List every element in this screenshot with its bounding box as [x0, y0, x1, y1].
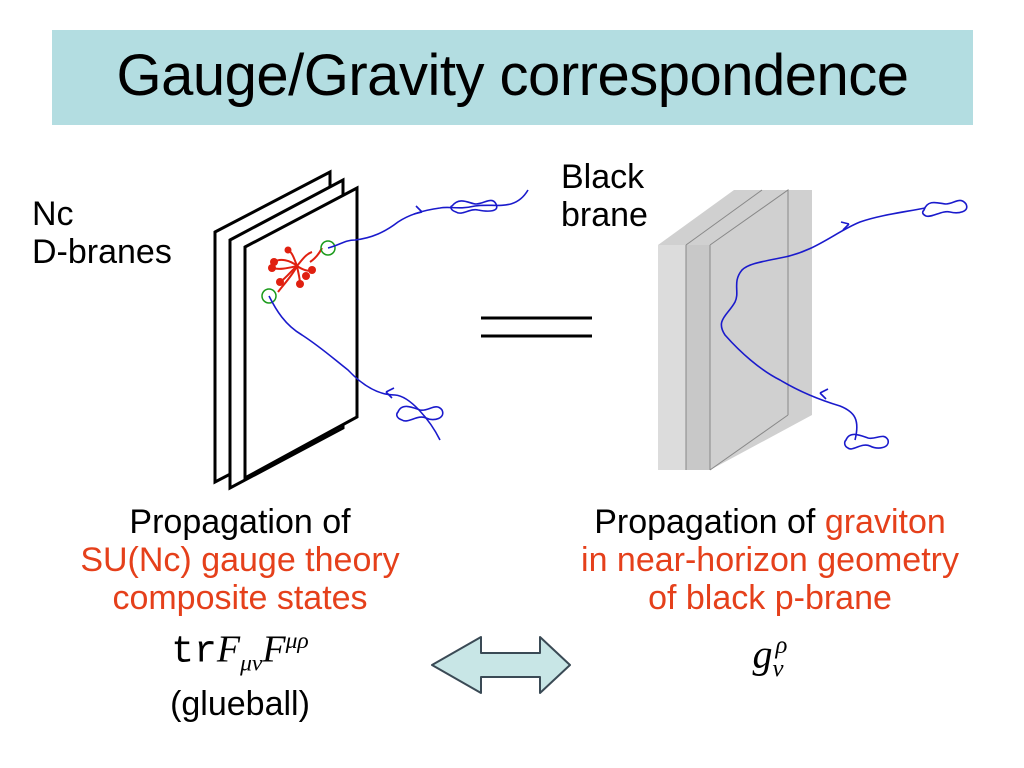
right-caption: Propagation of graviton in near-horizon …: [540, 503, 1000, 694]
equals-sign: [481, 316, 592, 338]
d-brane-stack: [213, 169, 359, 491]
graviton-loop-lower: [843, 433, 889, 450]
right-caption-line3: of black p-brane: [648, 579, 892, 617]
right-caption-line1-prefix: Propagation of: [594, 503, 825, 541]
formula-f2-sup: μρ: [285, 628, 309, 654]
formula-g-sub: ν: [772, 655, 784, 683]
right-caption-line1: Propagation of graviton: [540, 503, 1000, 541]
nc-label: Nc: [32, 195, 74, 233]
vertex-lower-circle: [261, 288, 277, 304]
glueball-formula: trFμνFμρ: [40, 619, 440, 685]
double-arrow-icon: [431, 636, 571, 694]
black-brane-slab: [658, 189, 812, 471]
formula-f1-sub: μν: [240, 650, 263, 677]
graviton-loop-upper: [921, 199, 968, 218]
black-label: Black: [561, 158, 645, 196]
title-bar: Gauge/Gravity correspondence: [52, 30, 973, 125]
nc-d-branes-label: Nc D-branes: [32, 195, 172, 271]
left-caption: Propagation of SU(Nc) gauge theory compo…: [40, 503, 440, 723]
open-string-endpoints: [268, 246, 316, 288]
closed-string-loop-upper: [450, 199, 498, 214]
vertex-upper-circle: [320, 240, 336, 256]
graviton-word: graviton: [824, 503, 946, 541]
formula-trace: tr: [171, 630, 217, 674]
formula-f2: F: [262, 628, 286, 671]
graviton-string-right: [720, 199, 968, 450]
left-caption-line2: SU(Nc) gauge theory: [80, 541, 400, 579]
page-title: Gauge/Gravity correspondence: [116, 43, 910, 108]
closed-string-loop-lower: [396, 405, 444, 422]
formula-g-sup: ρ: [775, 632, 788, 659]
graviton-formula: gνρ: [540, 621, 1000, 694]
left-caption-line3: composite states: [112, 579, 368, 617]
left-caption-line1: Propagation of: [129, 503, 351, 541]
black-brane-label: Black brane: [561, 158, 648, 234]
formula-f1: F: [216, 628, 241, 671]
d-branes-label: D-branes: [32, 233, 172, 271]
brane-label: brane: [561, 196, 648, 234]
formula-g: g: [752, 631, 773, 677]
closed-string-left: [268, 189, 529, 441]
left-caption-line5: (glueball): [170, 685, 310, 724]
right-caption-line2: in near-horizon geometry: [581, 541, 959, 579]
